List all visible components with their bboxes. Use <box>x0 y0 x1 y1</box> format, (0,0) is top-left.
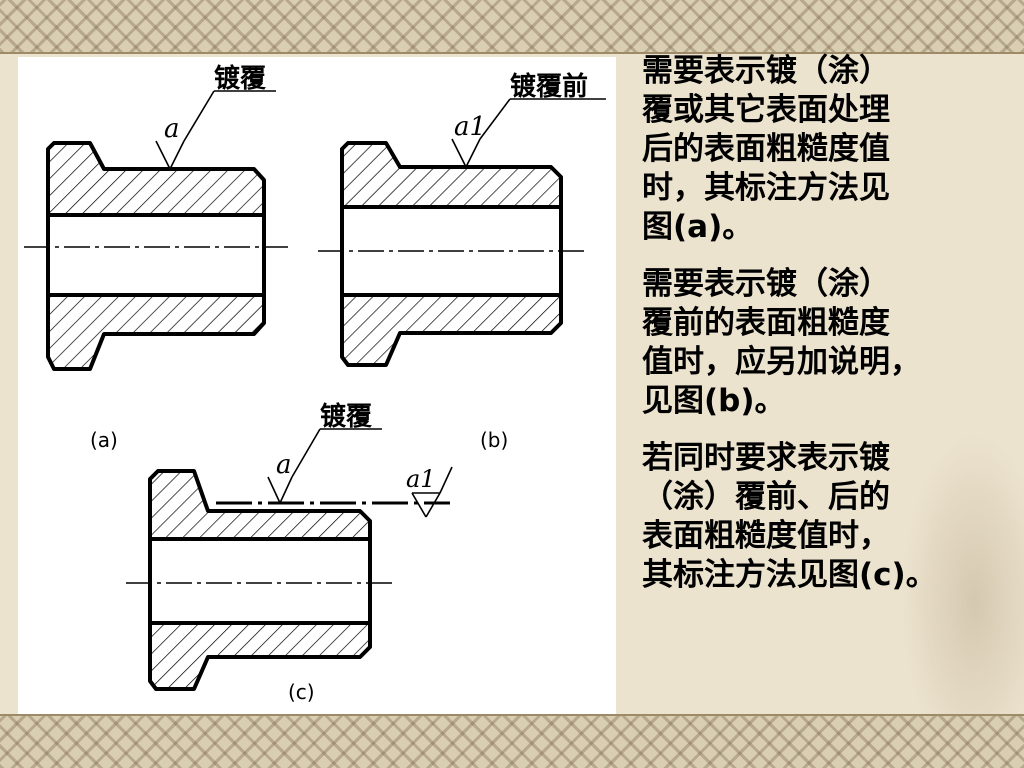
annotation-c: 镀覆 <box>320 401 373 432</box>
top-border-line <box>0 52 1024 54</box>
paragraph-b: 需要表示镀（涂） 覆前的表面粗糙度 值时，应另加说明， 见图(b)。 <box>642 266 921 419</box>
bottom-decorative-border <box>0 716 1024 768</box>
figure-panel: a 镀覆 (a) a1 镀覆前 (b) <box>18 57 616 714</box>
paragraph-c: 若同时要求表示镀 （涂）覆前、后的 表面粗糙度值时， 其标注方法见图(c)。 <box>642 440 937 593</box>
figure-a: a 镀覆 (a) <box>24 63 288 452</box>
roughness-symbol-c-main: a <box>276 450 292 480</box>
caption-c: (c) <box>288 680 315 704</box>
annotation-a: 镀覆 <box>214 63 267 94</box>
annotation-b: 镀覆前 <box>510 71 588 102</box>
roughness-symbol-b: a1 <box>454 112 486 142</box>
figure-c: a 镀覆 a1 (c) <box>126 401 453 704</box>
caption-a: (a) <box>90 428 118 452</box>
caption-b: (b) <box>480 428 508 452</box>
bottom-border-line <box>0 714 1024 716</box>
explanation-text: 需要表示镀（涂） 覆或其它表面处理 后的表面粗糙度值 时，其标注方法见 图(a)… <box>642 52 1012 613</box>
figure-b: a1 镀覆前 (b) <box>318 71 606 452</box>
surface-roughness-drawing: a 镀覆 (a) a1 镀覆前 (b) <box>24 63 606 704</box>
top-decorative-border <box>0 0 1024 52</box>
roughness-symbol-c-secondary: a1 <box>406 465 436 493</box>
roughness-symbol-a: a <box>164 114 180 144</box>
plum-branch-decoration <box>900 430 1024 716</box>
paragraph-a: 需要表示镀（涂） 覆或其它表面处理 后的表面粗糙度值 时，其标注方法见 图(a)… <box>642 53 890 245</box>
